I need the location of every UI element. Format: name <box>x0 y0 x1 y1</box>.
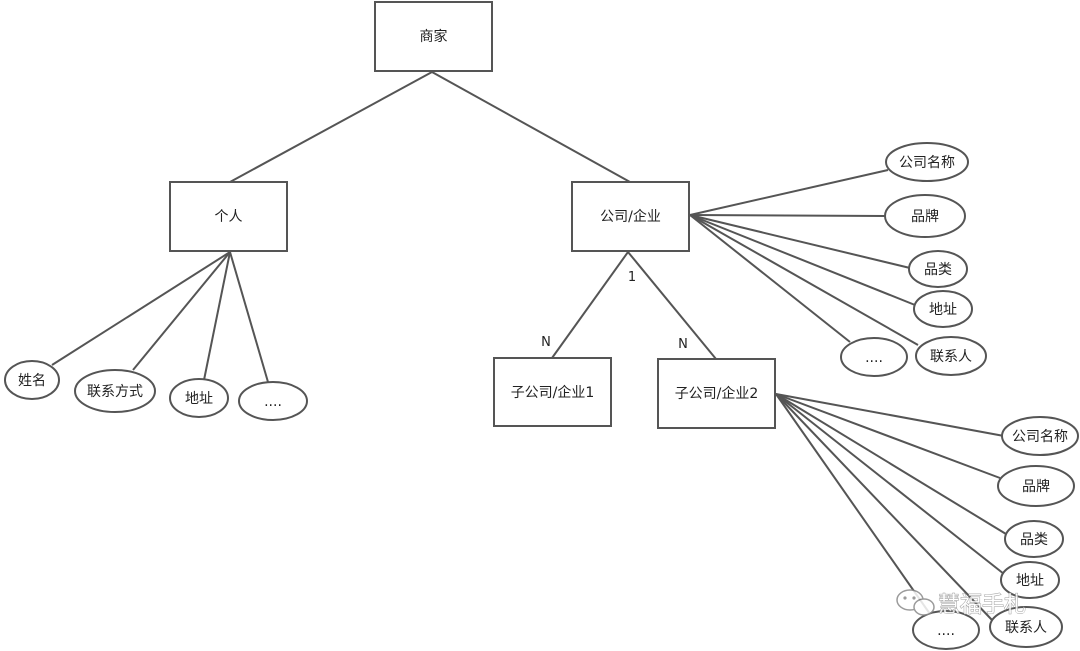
cardinality-one: 1 <box>628 270 636 285</box>
watermark-text: 慧福手札 <box>938 593 1026 618</box>
edge-individual-name <box>51 251 231 366</box>
edge-company-name <box>689 169 889 216</box>
attr-sub2-contact-label: 联系人 <box>1005 620 1047 636</box>
attr-individual-name-label: 姓名 <box>18 373 46 389</box>
attr-individual-name: 姓名 <box>4 360 60 400</box>
attr-sub2-name-label: 公司名称 <box>1012 429 1068 445</box>
entity-root: 商家 <box>374 1 493 72</box>
watermark: 慧福手札 <box>896 589 1027 619</box>
attr-sub2-etc: .... <box>912 610 980 650</box>
edge-company-contact <box>689 214 919 346</box>
entity-sub2-label: 子公司/企业2 <box>675 385 759 402</box>
attr-company-etc: .... <box>840 337 908 377</box>
edge-root-individual <box>229 71 433 183</box>
attr-sub2-category-label: 品类 <box>1020 532 1048 548</box>
edge-sub2-category <box>775 393 1007 535</box>
attr-sub2-name: 公司名称 <box>1001 416 1079 456</box>
edge-sub2-address <box>775 393 1005 575</box>
attr-sub2-contact: 联系人 <box>989 606 1063 648</box>
edge-sub2-etc <box>775 393 931 615</box>
attr-company-name-label: 公司名称 <box>899 155 955 171</box>
edge-company-brand <box>689 214 886 217</box>
attr-company-contact: 联系人 <box>915 336 987 376</box>
edge-company-address <box>689 214 916 306</box>
edge-individual-contact <box>132 251 231 371</box>
edges <box>51 71 1007 621</box>
cardinality-n-sub1: N <box>541 335 551 350</box>
entity-individual-label: 个人 <box>215 209 243 225</box>
attr-sub2-category: 品类 <box>1004 520 1064 558</box>
edge-sub2-contact <box>775 393 993 621</box>
attr-sub2-address-label: 地址 <box>1016 573 1044 589</box>
attr-sub2-etc-label: .... <box>937 623 955 639</box>
edge-individual-address <box>203 251 231 381</box>
edge-root-company <box>431 71 631 183</box>
attr-company-category: 品类 <box>908 250 968 288</box>
attr-individual-address: 地址 <box>169 378 229 418</box>
edge-company-sub1 <box>551 251 629 359</box>
edge-company-sub2 <box>627 251 717 360</box>
attr-individual-address-label: 地址 <box>185 391 213 407</box>
cardinality-n-sub2: N <box>678 337 688 352</box>
attr-company-contact-label: 联系人 <box>930 349 972 365</box>
attr-individual-etc-label: .... <box>264 394 282 410</box>
attr-company-category-label: 品类 <box>924 262 952 278</box>
wechat-icon <box>896 589 935 616</box>
entity-sub1: 子公司/企业1 <box>493 357 612 427</box>
edge-company-etc <box>689 214 851 343</box>
entity-individual: 个人 <box>169 181 288 252</box>
edge-company-category <box>689 214 911 269</box>
attr-company-brand-label: 品牌 <box>911 208 939 225</box>
attr-individual-etc: .... <box>238 381 308 421</box>
attr-sub2-brand-label: 品牌 <box>1022 478 1050 495</box>
attr-individual-contact-label: 联系方式 <box>87 384 143 400</box>
attr-company-address: 地址 <box>913 290 973 328</box>
attr-company-etc-label: .... <box>865 350 883 366</box>
edge-individual-etc <box>229 251 269 383</box>
entity-sub1-label: 子公司/企业1 <box>511 384 595 401</box>
attr-sub2-brand: 品牌 <box>997 465 1075 507</box>
attr-company-brand: 品牌 <box>884 194 966 238</box>
entity-root-label: 商家 <box>420 28 448 45</box>
entity-company-label: 公司/企业 <box>600 208 661 225</box>
attr-individual-contact: 联系方式 <box>74 369 156 413</box>
entity-company: 公司/企业 <box>571 181 690 252</box>
edge-sub2-name <box>775 393 1005 437</box>
attr-company-address-label: 地址 <box>929 302 957 318</box>
edge-sub2-brand <box>775 393 1001 479</box>
attr-sub2-address: 地址 <box>1000 561 1060 599</box>
attr-company-name: 公司名称 <box>885 142 969 182</box>
entity-sub2: 子公司/企业2 <box>657 358 776 429</box>
